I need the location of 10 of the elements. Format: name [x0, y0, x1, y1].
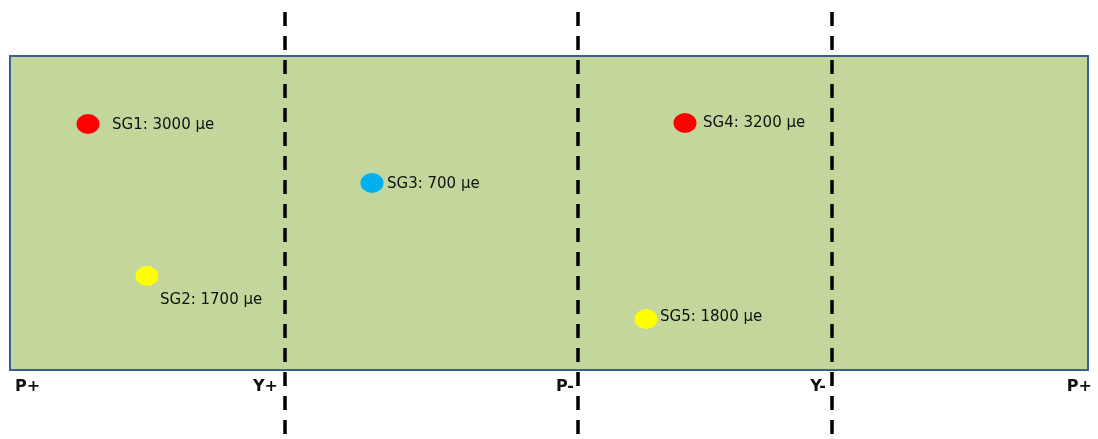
gauge-label: SG1: 3000 μe	[112, 115, 215, 133]
position-label: Y-	[810, 376, 826, 395]
position-label: Y+	[253, 376, 278, 395]
gauge-label: SG3: 700 μe	[387, 174, 480, 192]
position-label: P+	[15, 376, 41, 395]
gauge-label: SG5: 1800 μe	[660, 307, 763, 325]
gauge-label: SG2: 1700 μe	[160, 290, 263, 308]
position-label: P-	[555, 376, 574, 395]
position-label: P+	[1066, 376, 1092, 395]
gauge-label: SG4: 3200 μe	[703, 113, 806, 131]
